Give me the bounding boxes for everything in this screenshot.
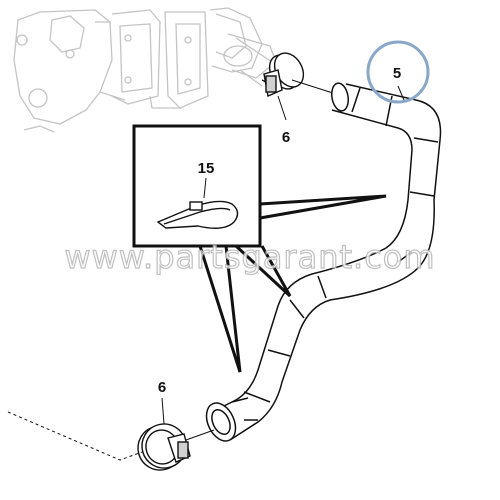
callout-hose: 5 <box>393 65 401 82</box>
engine-block-outline <box>13 7 277 133</box>
upper-clamp-leader-line <box>277 95 287 121</box>
detail-inset-box <box>132 124 262 248</box>
hose-leader-line <box>397 85 405 101</box>
lower-hose-clamp <box>137 423 191 471</box>
cable-tie <box>156 200 239 229</box>
cable-tie-leader-line <box>203 177 207 199</box>
lower-clamp-leader-line <box>161 397 165 425</box>
coolant-hose <box>205 82 442 442</box>
callout-clamp-lower: 6 <box>158 379 166 396</box>
callout-cable-tie: 15 <box>198 160 215 177</box>
highlight-circle <box>366 40 430 104</box>
watermark-text: www.partsgarant.com <box>64 238 435 276</box>
callout-clamp-upper: 6 <box>282 129 290 146</box>
reference-dashed-line <box>7 411 143 461</box>
engine-outlet-pipe <box>235 37 273 87</box>
assembly-axis-line-upper <box>291 79 337 95</box>
inset-pointer-lines <box>198 194 387 373</box>
assembly-axis-line-lower <box>185 429 215 441</box>
upper-hose-clamp <box>261 52 305 97</box>
